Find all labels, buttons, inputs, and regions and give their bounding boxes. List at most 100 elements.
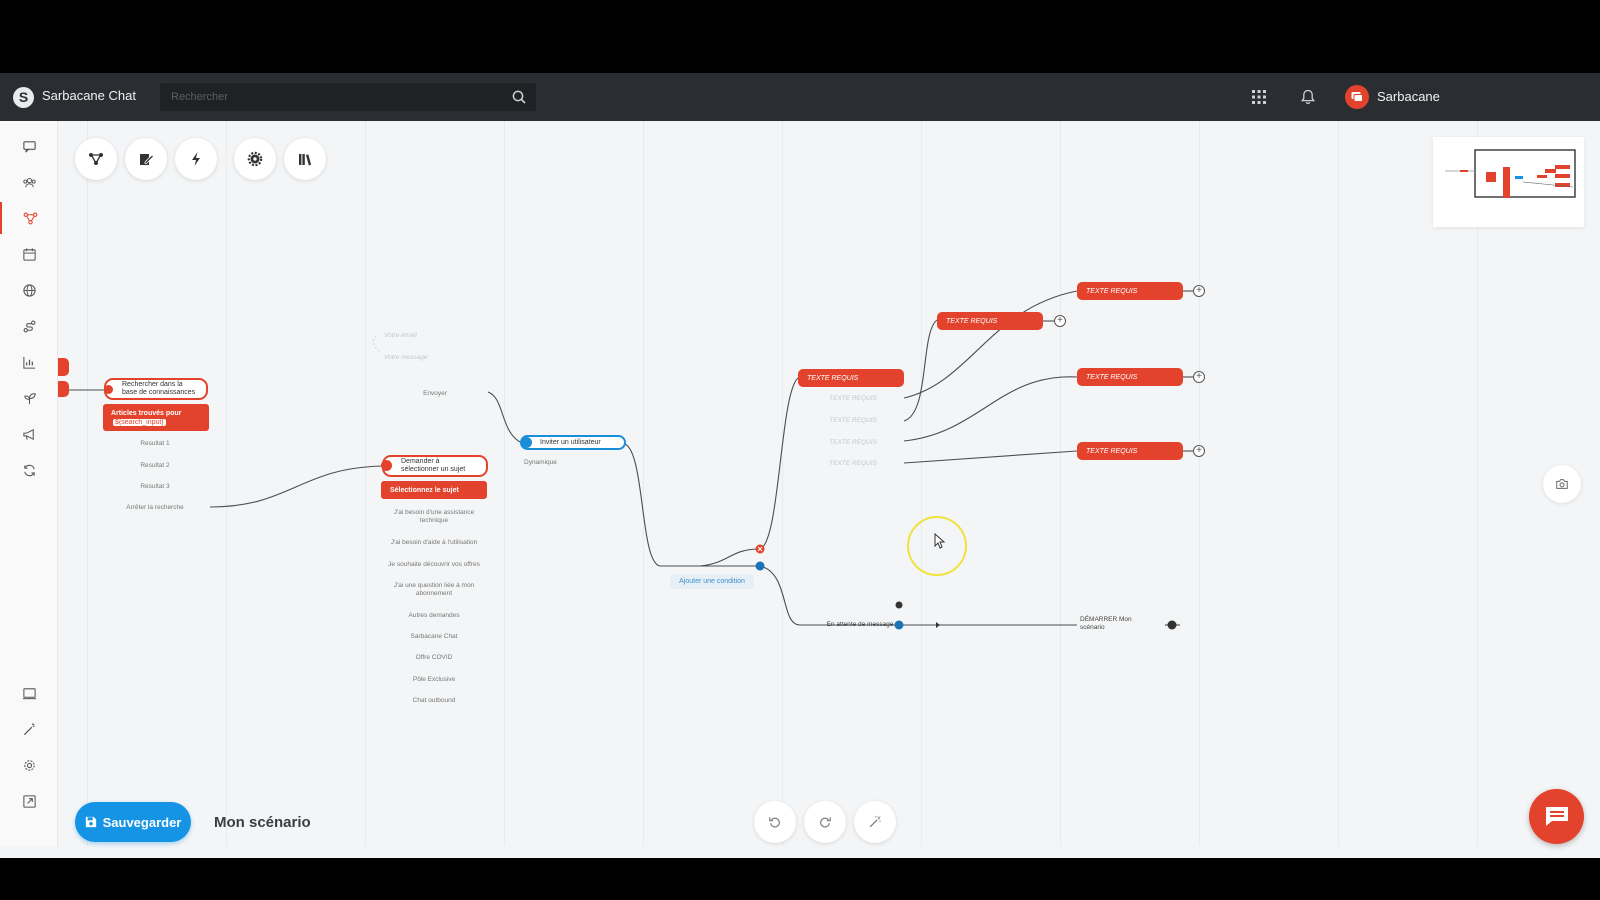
- gear-icon: [23, 759, 35, 771]
- trigger-tool-button[interactable]: [175, 138, 217, 180]
- editor-tool-button[interactable]: [125, 138, 167, 180]
- flow-tool-button[interactable]: [75, 138, 117, 180]
- kb-articles-label: Articles trouvés pour: [111, 410, 182, 417]
- sidebar-item-conversations[interactable]: [0, 130, 58, 162]
- sidebar-item-plugins[interactable]: [0, 382, 58, 414]
- save-button-label: Sauvegarder: [102, 814, 182, 830]
- sidebar-item-routing[interactable]: [0, 310, 58, 342]
- subject-option[interactable]: Chat outbound: [412, 697, 456, 704]
- mouse-cursor-icon: [934, 533, 946, 549]
- kb-result-2[interactable]: Resultat 2: [140, 462, 170, 469]
- kb-result-1[interactable]: Resultat 1: [140, 440, 170, 447]
- text-required-option[interactable]: TEXTE REQUIS: [829, 460, 877, 467]
- avatar[interactable]: [1345, 85, 1369, 109]
- invite-dynamic-label[interactable]: Dynamique: [524, 459, 557, 466]
- subject-header[interactable]: Sélectionnez le sujet: [381, 481, 487, 499]
- minimap[interactable]: [1433, 137, 1584, 227]
- text-required-option[interactable]: TEXTE REQUIS: [829, 439, 877, 446]
- text-required-node[interactable]: TEXTE REQUIS: [937, 312, 1043, 330]
- invite-user-node[interactable]: Inviter un utilisateur: [520, 435, 626, 450]
- partial-node[interactable]: [58, 381, 69, 397]
- save-button[interactable]: Sauvegarder: [75, 802, 191, 842]
- kb-search-node[interactable]: Rechercher dans la base de connaissances: [104, 378, 208, 400]
- text-required-node[interactable]: TEXTE REQUIS: [1077, 442, 1183, 460]
- cursor-highlight: [907, 516, 967, 576]
- screenshot-button[interactable]: [1543, 465, 1581, 503]
- editor-icon: [140, 154, 154, 165]
- search-icon[interactable]: [511, 89, 527, 105]
- sidebar-item-calendar[interactable]: [0, 238, 58, 270]
- form-label-email[interactable]: Votre email: [384, 332, 417, 339]
- add-node-button[interactable]: +: [1193, 285, 1205, 297]
- camera-icon: [1556, 479, 1568, 489]
- kb-variable-chip: ${search_input}: [113, 419, 166, 426]
- text-required-option[interactable]: TEXTE REQUIS: [829, 417, 877, 424]
- redo-button[interactable]: [804, 801, 846, 843]
- subject-option[interactable]: J'ai une question liée à mon abonnement: [393, 582, 475, 597]
- app-title[interactable]: Sarbacane Chat: [42, 88, 136, 103]
- waiting-message-label[interactable]: En attente de message: [826, 621, 894, 628]
- settings-tool-button[interactable]: [234, 138, 276, 180]
- text-required-label: TEXTE REQUIS: [1086, 447, 1138, 455]
- external-link-icon: [22, 794, 36, 808]
- text-required-label: TEXTE REQUIS: [1086, 373, 1138, 381]
- auto-arrange-button[interactable]: [854, 801, 896, 843]
- flow-icon: [89, 153, 103, 165]
- form-send-label[interactable]: Envoyer: [423, 390, 447, 397]
- scenarios-icon: [23, 212, 37, 224]
- sidebar-item-customize[interactable]: [0, 713, 58, 745]
- add-node-button[interactable]: +: [1193, 371, 1205, 383]
- chat-launcher-button[interactable]: [1529, 789, 1584, 844]
- sidebar-item-sync[interactable]: [0, 454, 58, 486]
- subject-option[interactable]: Offre COVID: [415, 654, 453, 661]
- kb-stop-search[interactable]: Arrêter la recherche: [126, 504, 184, 511]
- subject-option[interactable]: Pôle Exclusive: [412, 676, 456, 683]
- user-name[interactable]: Sarbacane: [1377, 89, 1440, 104]
- sidebar-item-web[interactable]: [0, 274, 58, 306]
- subject-option[interactable]: Je souhaite découvrir vos offres: [388, 561, 480, 568]
- calendar-icon: [22, 247, 36, 261]
- kb-result-3[interactable]: Resultat 3: [140, 483, 170, 490]
- library-tool-button[interactable]: [284, 138, 326, 180]
- grid-line: [504, 121, 505, 846]
- app-logo[interactable]: S: [13, 87, 34, 108]
- sidebar-item-contacts[interactable]: [0, 166, 58, 198]
- sidebar-item-scenarios[interactable]: [0, 202, 58, 234]
- grid-line: [87, 121, 88, 846]
- subject-node[interactable]: Demander à sélectionner un sujet: [382, 455, 488, 477]
- undo-button[interactable]: [754, 801, 796, 843]
- apps-grid-icon[interactable]: [1252, 90, 1266, 104]
- subject-option[interactable]: J'ai besoin d'aide à l'utilisation: [390, 539, 478, 546]
- floppy-icon: [85, 816, 96, 828]
- sync-icon: [23, 464, 35, 476]
- scenario-name[interactable]: Mon scénario: [214, 814, 311, 831]
- bell-icon[interactable]: [1301, 89, 1315, 105]
- magic-wand-icon: [23, 722, 35, 735]
- sidebar-item-widget[interactable]: [0, 677, 58, 709]
- add-condition-button[interactable]: Ajouter une condition: [670, 574, 754, 589]
- text-required-node[interactable]: TEXTE REQUIS: [1077, 368, 1183, 386]
- magic-wand-icon: [869, 815, 881, 828]
- add-node-button[interactable]: +: [1193, 445, 1205, 457]
- text-required-label: TEXTE REQUIS: [807, 374, 859, 382]
- text-required-option[interactable]: TEXTE REQUIS: [829, 395, 877, 402]
- chat-bubble-icon: [1545, 806, 1568, 826]
- subject-option[interactable]: J'ai besoin d'une assistance technique: [393, 509, 475, 524]
- sidebar-item-campaigns[interactable]: [0, 418, 58, 450]
- search-input[interactable]: [160, 83, 536, 111]
- add-node-button[interactable]: +: [1054, 315, 1066, 327]
- start-scenario-label[interactable]: DÉMARRER Mon scénario: [1080, 616, 1132, 631]
- partial-node[interactable]: [58, 358, 69, 376]
- text-required-node[interactable]: TEXTE REQUIS: [798, 369, 904, 387]
- text-required-node[interactable]: TEXTE REQUIS: [1077, 282, 1183, 300]
- minimap-preview: [1445, 149, 1576, 198]
- sidebar-item-settings[interactable]: [0, 749, 58, 781]
- grid-line: [1338, 121, 1339, 846]
- subject-option[interactable]: Sarbacane Chat: [410, 633, 458, 640]
- sidebar-item-statistics[interactable]: [0, 346, 58, 378]
- subject-option[interactable]: Autres demandes: [408, 612, 460, 619]
- form-label-message[interactable]: Votre message: [384, 354, 428, 361]
- chat-bubble-icon: [1351, 92, 1363, 102]
- sidebar-item-external[interactable]: [0, 785, 58, 817]
- kb-articles-node[interactable]: Articles trouvés pour ${search_input}: [103, 404, 209, 431]
